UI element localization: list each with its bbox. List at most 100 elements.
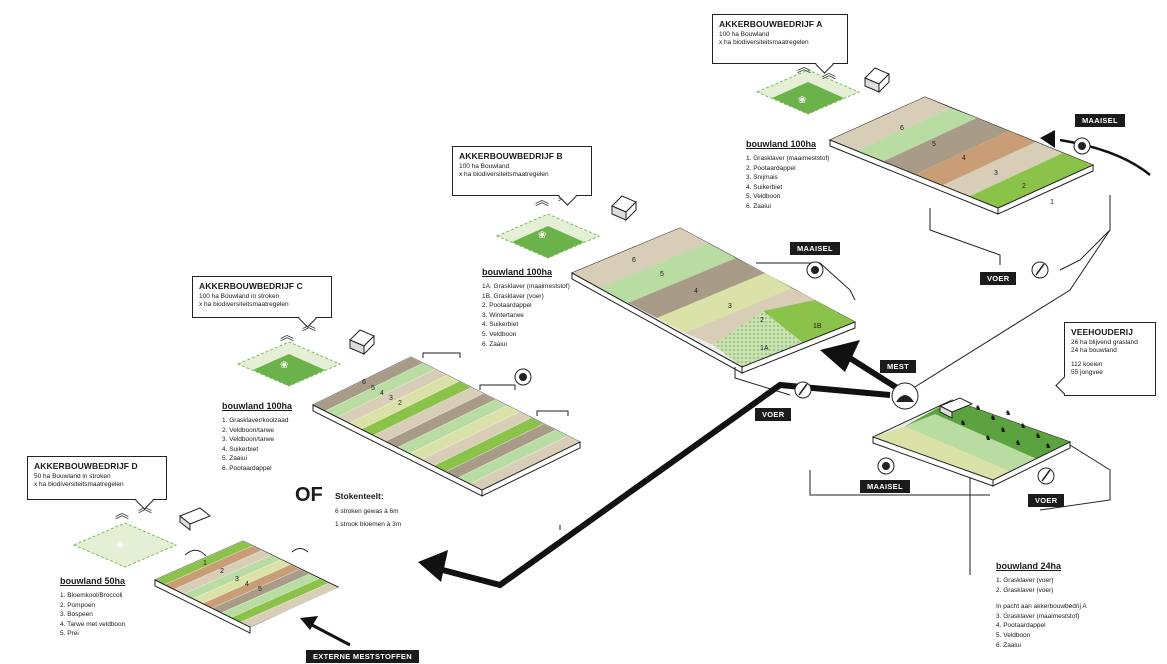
crop-item: 4. Tarwe met veldboon: [60, 620, 126, 628]
bird-icon: ︽: [115, 506, 129, 522]
veehouderij-heading: bouwland 24ha: [996, 561, 1062, 571]
leaf-icon-b: [806, 261, 824, 279]
barn-icon-v: [938, 397, 974, 419]
leaf-icon-v: [877, 457, 895, 475]
plot-number: 2: [760, 317, 764, 324]
crop-item: 6. Zaaiui: [482, 340, 507, 348]
cow-icon: ♞: [975, 404, 981, 412]
plot-number: 3: [235, 576, 239, 583]
crop-item: 3. Grasklaver (maaimeststof): [996, 612, 1080, 620]
veehouderij-line-1: 26 ha blijvend grasland: [1071, 339, 1138, 346]
cow-icon: ♞: [1000, 426, 1006, 434]
stokenteelt-note: Stokenteelt: 6 stroken gewas à 6m 1 stro…: [335, 492, 401, 529]
veehouderij-line-2: 24 ha bouwland: [1071, 347, 1117, 354]
crop-item: 4. Suikerbiet: [222, 445, 259, 453]
farm-a-line-2: x ha biodiversiteitsmaatregelen: [719, 39, 809, 46]
crops-farm-c: bouwland 100ha 1. Grasklaver/koolzaad 2.…: [222, 400, 322, 474]
crop-item: 5. Veldboon: [996, 631, 1031, 639]
crop-item: 3. Bospeen: [60, 611, 93, 619]
crop-item: 1. Grasklaver/koolzaad: [222, 417, 289, 424]
plot-number: 5: [371, 385, 375, 392]
crop-item: 2. Pompoen: [60, 601, 96, 609]
plot-number: 2: [220, 568, 224, 575]
farm-d-title: AKKERBOUWBEDRIJF D: [34, 461, 138, 471]
farm-c-line-2: x ha biodiversiteitsmaatregelen: [199, 301, 289, 308]
pacht-heading: In pacht aan akkerbouwbedrij A: [996, 603, 1087, 611]
crop-item: 5. Prei: [60, 630, 79, 638]
stokenteelt-line-1: 6 stroken gewas à 6m: [335, 508, 399, 515]
crop-item: 5. Zaaiui: [222, 455, 247, 463]
strip-brackets: [422, 352, 569, 416]
of-label: OF: [295, 484, 323, 506]
butterfly-icon: ❀: [116, 540, 124, 551]
plot-number: 4: [245, 581, 249, 588]
cow-icon: ♞: [990, 414, 996, 422]
crops-farm-b: bouwland 100ha 1A. Grasklaver (maaimests…: [482, 266, 592, 349]
cow-icon: ♞: [1045, 442, 1051, 450]
plot-number: 1A: [760, 345, 769, 352]
plot-number: 1: [1050, 199, 1054, 206]
plot-number: 2: [398, 400, 402, 407]
callout-farm-a: AKKERBOUWBEDRIJF A 100 ha Bouwland x ha …: [712, 14, 848, 74]
farm-a-title: AKKERBOUWBEDRIJF A: [719, 19, 823, 29]
crop-item: 1A. Grasklaver (maaimeststof): [482, 283, 570, 290]
crop-item: 1. Grasklaver (maaimeststof): [746, 155, 830, 162]
callout-veehouderij: VEEHOUDERIJ 26 ha blijvend grasland 24 h…: [1055, 322, 1156, 396]
cow-icon: ♞: [1015, 439, 1021, 447]
crop-item: 6. Zaaiui: [996, 641, 1021, 649]
farm-a-heading: bouwland 100ha: [746, 139, 817, 149]
tag-mest: MEST: [880, 360, 917, 373]
cow-icon: ♞: [985, 434, 991, 442]
plot-inset-a: [755, 69, 861, 115]
crop-item: 6. Pootaardappel: [222, 464, 272, 472]
crop-item: 3. Veldboon/tarwe: [222, 436, 275, 444]
plot-number: 6: [632, 257, 636, 264]
plot-number: 6: [362, 379, 366, 386]
crop-item: 2. Pootaardappel: [482, 302, 532, 310]
stokenteelt-heading: Stokenteelt:: [335, 491, 384, 501]
bird-icon: ︽: [535, 193, 549, 209]
crop-item: 1. Bloemkool/Broccoli: [60, 592, 123, 599]
farm-b-heading: bouwland 100ha: [482, 267, 553, 277]
barn-icon-b: [611, 195, 637, 222]
crop-item: 5. Veldboon: [746, 193, 781, 201]
plot-inset-d: [72, 522, 178, 568]
crops-veehouderij: bouwland 24ha 1. Grasklaver (voer) 2. Gr…: [996, 560, 1116, 650]
tag-voer-a: VOER: [980, 272, 1017, 285]
farm-b-title: AKKERBOUWBEDRIJF B: [459, 151, 563, 161]
plot-number: 6: [900, 125, 904, 132]
tag-voer-v: VOER: [1028, 494, 1065, 507]
plot-number: 5: [932, 141, 936, 148]
crop-item: 4. Suikerbiet: [482, 321, 519, 329]
crop-item: 2. Veldboon/tarwe: [222, 426, 275, 434]
plot-number: 3: [389, 395, 393, 402]
plot-number: 3: [728, 303, 732, 310]
barn-icon-d: [179, 507, 211, 532]
plot-inset-c: [236, 341, 342, 387]
crop-item: 2. Pootaardappel: [746, 164, 796, 172]
external-arrow: [300, 616, 351, 647]
crop-item: 3. Snijmais: [746, 174, 778, 182]
callout-farm-b: AKKERBOUWBEDRIJF B 100 ha Bouwland x ha …: [452, 146, 592, 206]
tag-maaisel-a: MAAISEL: [1075, 114, 1125, 127]
crop-item: 3. Wintertarwe: [482, 311, 524, 319]
farm-d-line-1: 50 ha Bouwland in stroken: [34, 473, 111, 480]
bird-icon: ︽: [280, 328, 294, 344]
farm-b-line-1: 100 ha Bouwland: [459, 163, 510, 170]
plot-number: 5: [258, 586, 262, 593]
stokenteelt-line-2: 1 strook bloemen à 3m: [335, 521, 402, 528]
crop-item: 5. Veldboon: [482, 330, 517, 338]
farm-d-line-2: x ha biodiversiteitsmaatregelen: [34, 481, 124, 488]
leaf-icon-a: [1073, 137, 1091, 155]
crop-item: 2. Grasklaver (voer): [996, 586, 1054, 594]
farm-c-title: AKKERBOUWBEDRIJF C: [199, 281, 303, 291]
field-veehouderij: ♞♞♞♞♞♞♞♞♞♞: [871, 399, 1072, 487]
crops-farm-d: bouwland 50ha 1. Bloemkool/Broccoli 2. P…: [60, 575, 160, 639]
farm-b-line-2: x ha biodiversiteitsmaatregelen: [459, 171, 549, 178]
wheat-icon-a: [1031, 261, 1049, 279]
bird-icon: ︽: [797, 60, 811, 76]
